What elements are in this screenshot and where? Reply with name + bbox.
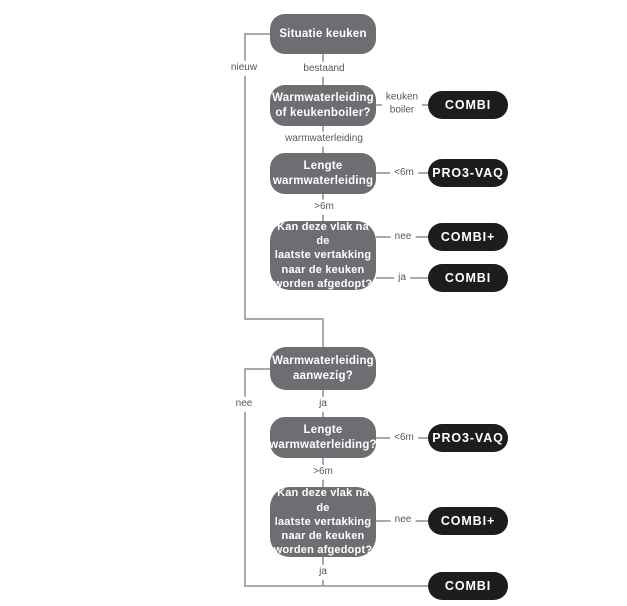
connector-nieuw-vertical: [244, 33, 246, 318]
node-afgedopt-2: Kan deze vlak na de laatste vertakking n…: [270, 487, 376, 557]
edge-label-ja-3: ja: [315, 564, 331, 580]
node-warmwaterleiding-of-keukenboiler: Warmwaterleiding of keukenboiler?: [270, 85, 376, 126]
outcome-combi-plus-2: COMBI+: [428, 507, 508, 535]
outcome-pro3-vaq-1: PRO3-VAQ: [428, 159, 508, 187]
outcome-pro3-vaq-2: PRO3-VAQ: [428, 424, 508, 452]
connector-nieuw-top: [244, 33, 270, 35]
edge-label-gt6m-2: >6m: [309, 464, 337, 480]
edge-label-lt6m-2: <6m: [390, 430, 418, 446]
connector-nee-2-top: [244, 368, 270, 370]
edge-label-bestaand: bestaand: [299, 61, 349, 77]
edge-label-keuken-boiler: keuken boiler: [381, 90, 423, 118]
edge-label-ja-1: ja: [394, 270, 410, 286]
edge-label-gt6m-1: >6m: [310, 199, 338, 215]
edge-label-warmwaterleiding: warmwaterleiding: [281, 131, 367, 147]
node-afgedopt-1: Kan deze vlak na de laatste vertakking n…: [270, 221, 376, 290]
outcome-combi-1: COMBI: [428, 91, 508, 119]
node-lengte-warmwaterleiding-1: Lengte warmwaterleiding: [270, 153, 376, 194]
edge-label-lt6m-1: <6m: [390, 165, 418, 181]
node-lengte-warmwaterleiding-2: Lengte warmwaterleiding?: [269, 417, 377, 458]
node-situatie-keuken: Situatie keuken: [270, 14, 376, 54]
connector-bottom-to-combi: [244, 585, 428, 587]
connector-nieuw-into-aanwezig: [322, 318, 324, 347]
edge-label-nee-2: nee: [231, 396, 257, 412]
outcome-combi-3: COMBI: [428, 572, 508, 600]
edge-label-nee-3: nee: [390, 512, 416, 528]
edge-label-nieuw: nieuw: [226, 60, 262, 76]
outcome-combi-plus-1: COMBI+: [428, 223, 508, 251]
outcome-combi-2: COMBI: [428, 264, 508, 292]
edge-label-ja-2: ja: [315, 396, 331, 412]
connector-nieuw-elbow: [244, 318, 323, 320]
node-warmwaterleiding-aanwezig: Warmwaterleiding aanwezig?: [270, 347, 376, 390]
connector-nee-2-vertical: [244, 368, 246, 585]
edge-label-nee-1: nee: [390, 229, 416, 245]
